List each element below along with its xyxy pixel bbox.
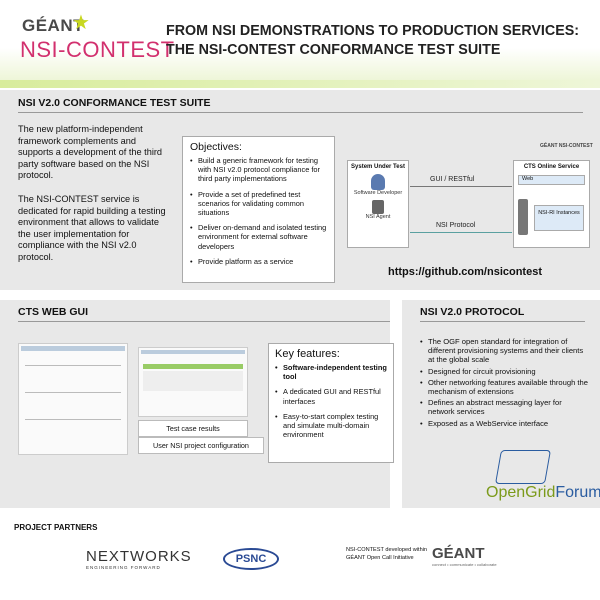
github-link[interactable]: https://github.com/nsicontest — [388, 266, 542, 278]
protocol-list: The OGF open standard for integration of… — [420, 337, 590, 430]
header-accent-band — [0, 80, 600, 88]
footer-note: NSI-CONTEST developed within GÉANT Open … — [346, 547, 428, 561]
caption-test-results: Test case results — [138, 420, 248, 437]
geant-name: GÉANT — [432, 545, 485, 562]
protocol-item: Defines an abstract messaging layer for … — [420, 398, 590, 416]
divider — [18, 321, 390, 322]
gui-arrow-label: GUI / RESTful — [430, 176, 475, 183]
objective-item: Provide a set of predefined test scenari… — [190, 190, 327, 218]
cts-label: CTS Online Service — [523, 164, 580, 170]
brand-nsi-contest: NSI-CONTEST — [20, 37, 175, 62]
objective-item: Build a generic framework for testing wi… — [190, 156, 327, 184]
gui-arrow — [410, 186, 512, 187]
feature-item: Easy-to-start complex testing and simula… — [275, 412, 387, 440]
brand-geant: GÉANT — [22, 16, 84, 35]
nextworks-name: NEXTWORKS — [86, 548, 192, 565]
section-heading-web-gui: CTS WEB GUI — [18, 306, 88, 318]
feature-item: Software-independent testing tool — [275, 363, 387, 381]
objective-item: Provide platform as a service — [190, 257, 327, 266]
section-heading-protocol: NSI V2.0 PROTOCOL — [420, 306, 525, 318]
nextworks-tag: ENGINEERING FORWARD — [86, 565, 161, 570]
server-icon — [518, 199, 528, 235]
ogf-logo: OpenGridForum — [486, 484, 600, 502]
page-title: FROM NSI DEMONSTRATIONS TO PRODUCTION SE… — [166, 22, 579, 60]
partners-heading: PROJECT PARTNERS — [14, 523, 98, 532]
gui-screenshot-1 — [18, 343, 128, 455]
objectives-box: Objectives: Build a generic framework fo… — [182, 136, 335, 283]
features-title: Key features: — [275, 348, 340, 360]
protocol-item: Exposed as a WebService interface — [420, 419, 590, 428]
protocol-item: Other networking features available thro… — [420, 378, 590, 396]
star-icon: ★ — [72, 12, 90, 34]
title-line-1: FROM NSI DEMONSTRATIONS TO PRODUCTION SE… — [166, 23, 580, 39]
divider — [420, 321, 585, 322]
protocol-item: Designed for circuit provisioning — [420, 367, 590, 376]
ogf-logo-b: Forum — [555, 484, 600, 501]
agent-label: NSI Agent — [365, 214, 391, 220]
gui-screenshot-2 — [138, 347, 248, 417]
title-line-2: THE NSI-CONTEST CONFORMANCE TEST SUITE — [166, 42, 501, 58]
objectives-title: Objectives: — [190, 141, 242, 153]
nsi-arrow-label: NSI Protocol — [436, 222, 476, 229]
psnc-logo: PSNC — [223, 548, 279, 570]
developer-label: Software Developer — [353, 190, 403, 196]
cts-brand: GÉANT NSI-CONTEST — [540, 143, 593, 149]
nsiri-box: NSI-RI Instances — [534, 205, 584, 231]
objective-item: Deliver on-demand and isolated testing e… — [190, 223, 327, 251]
ogf-globe-icon — [495, 450, 551, 484]
features-box: Key features: Software-independent testi… — [268, 343, 394, 463]
cts-box: CTS Online Service Web NSI-RI Instances — [513, 160, 590, 248]
divider — [18, 112, 583, 113]
nsi-arrow — [410, 232, 512, 233]
ogf-logo-a: OpenGrid — [486, 484, 556, 501]
sut-box: System Under Test Software Developer NSI… — [347, 160, 409, 248]
protocol-item: The OGF open standard for integration of… — [420, 337, 590, 365]
section-heading-conformance: NSI V2.0 CONFORMANCE TEST SUITE — [18, 97, 211, 109]
service-paragraph: The NSI-CONTEST service is dedicated for… — [18, 194, 166, 262]
intro-paragraph: The new platform-independent framework c… — [18, 124, 163, 181]
sut-label: System Under Test — [351, 164, 405, 170]
header-band — [0, 0, 600, 80]
caption-project-config: User NSI project configuration — [138, 437, 264, 454]
geant-tag: connect • communicate • collaborate — [432, 562, 497, 567]
feature-item: A dedicated GUI and RESTful interfaces — [275, 387, 387, 405]
developer-icon — [371, 174, 385, 190]
web-box: Web — [518, 175, 585, 185]
server-icon — [372, 200, 384, 214]
